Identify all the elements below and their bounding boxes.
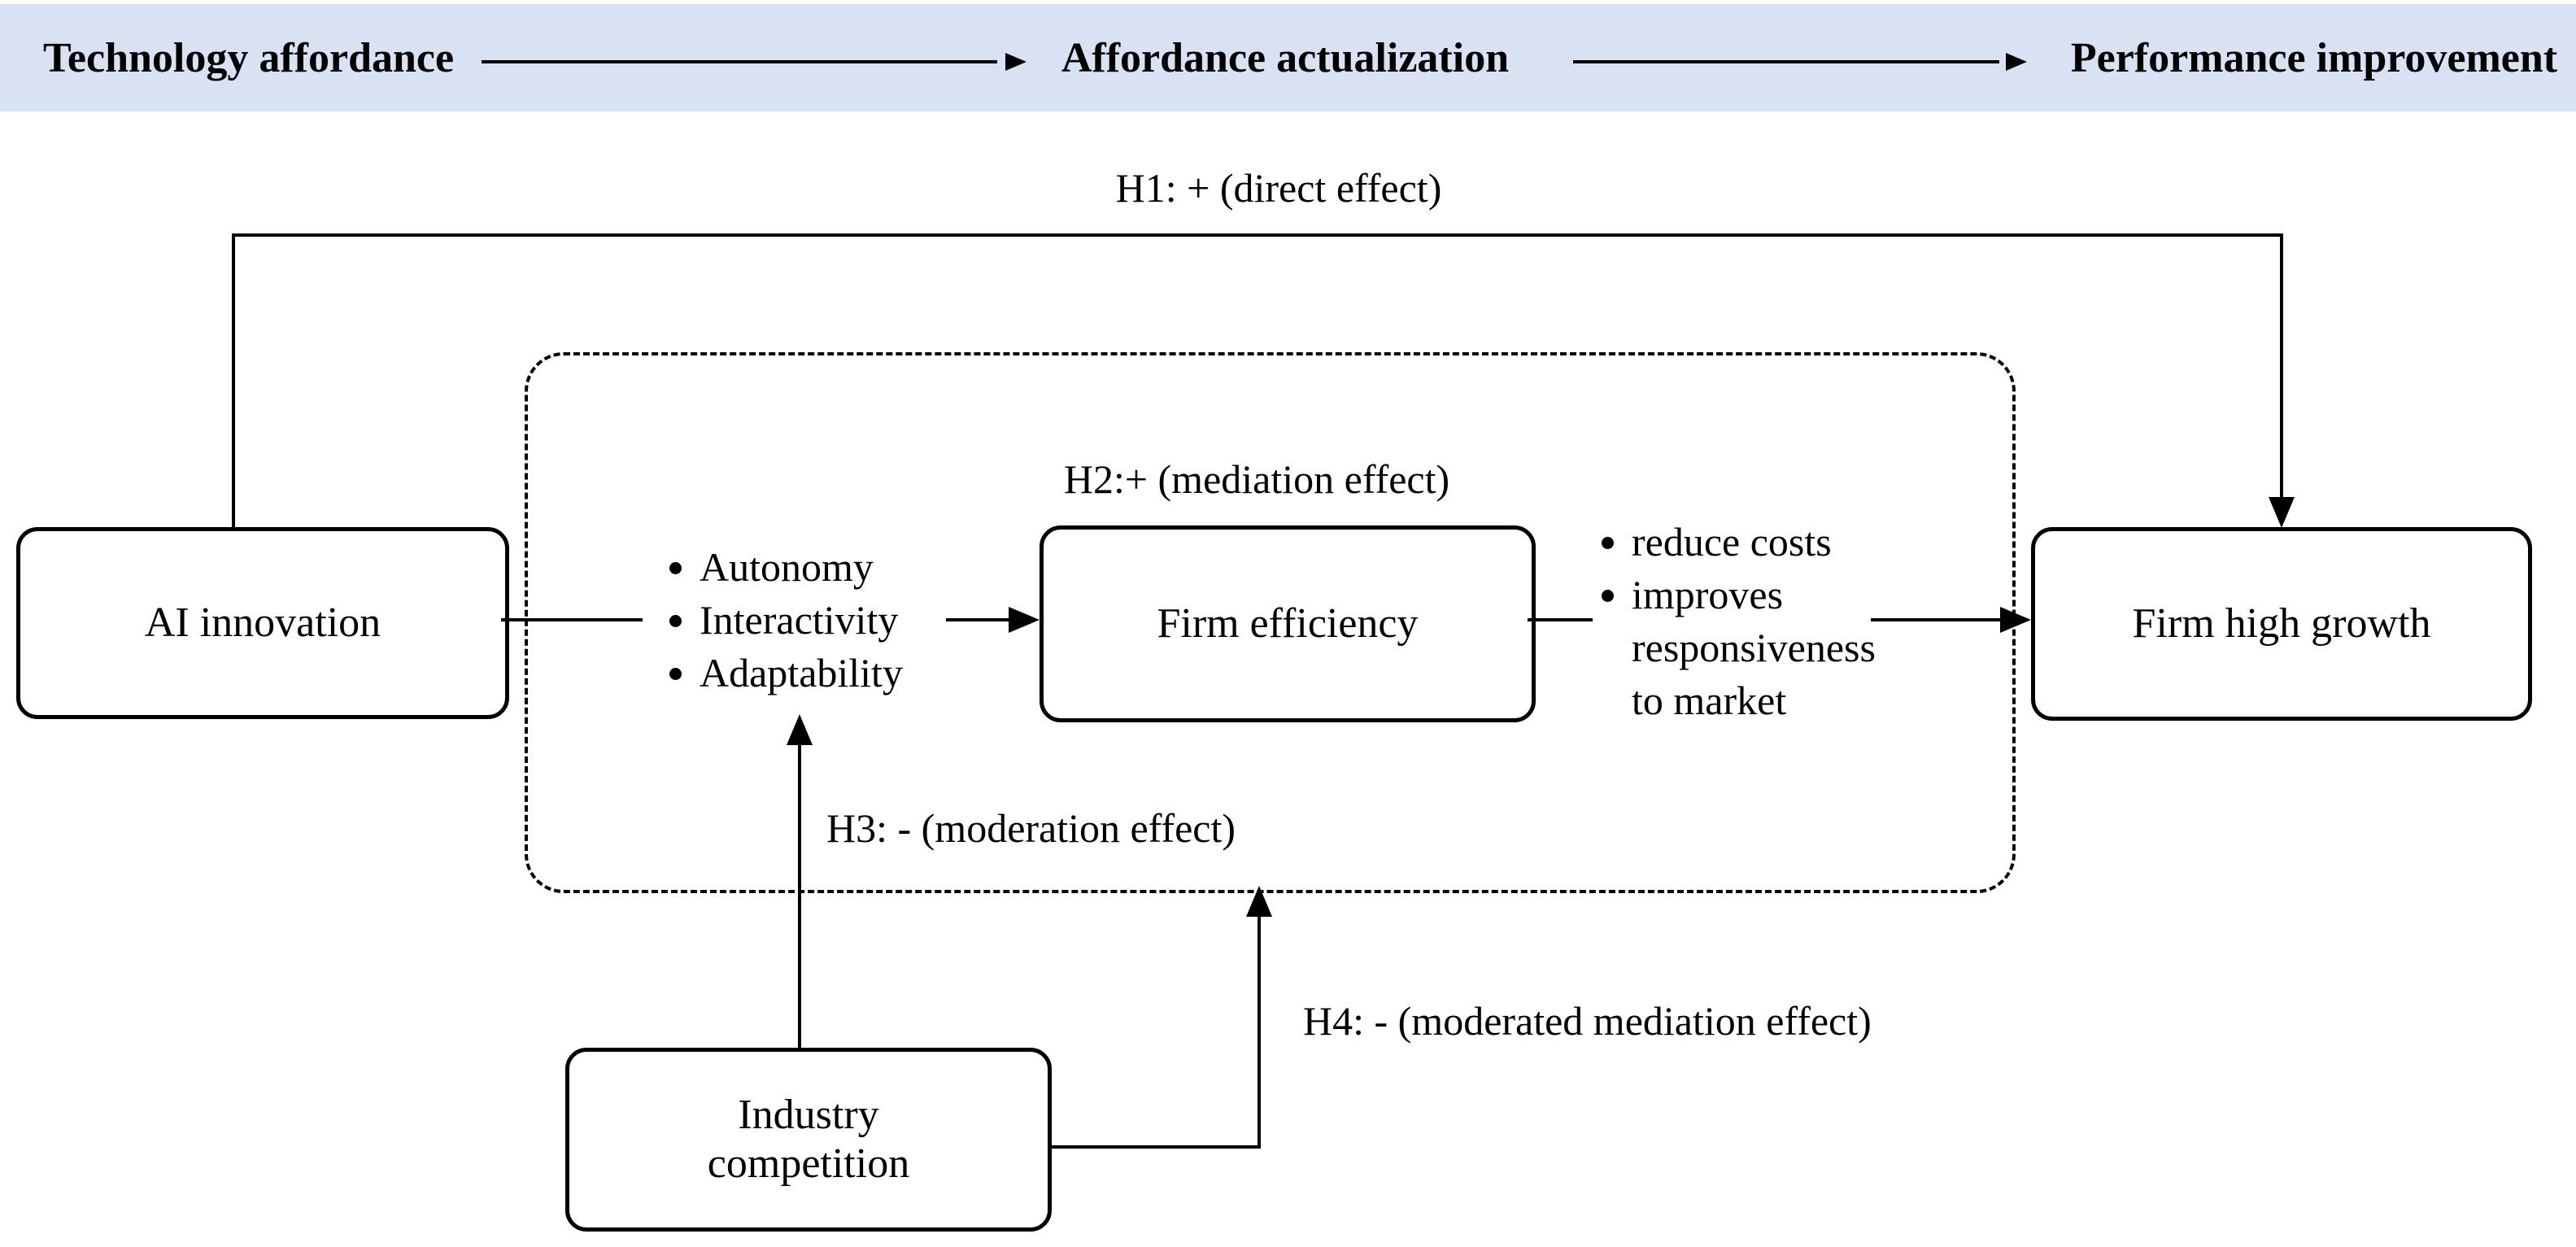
h3-arrowhead-up-icon bbox=[787, 714, 813, 745]
top-banner: Technology affordance Affordance actuali… bbox=[0, 4, 2576, 111]
firm-high-growth-label: Firm high growth bbox=[2132, 600, 2431, 647]
outcomes-to-growth-arrowhead-icon bbox=[2000, 607, 2031, 633]
banner-arrow1-line bbox=[482, 60, 997, 63]
banner-label-technology-affordance: Technology affordance bbox=[43, 34, 455, 81]
mediators-to-efficiency-line bbox=[946, 618, 1011, 621]
h1-line-left-vertical bbox=[232, 233, 235, 529]
banner-arrow2-line bbox=[1573, 60, 1999, 63]
mediator-item-adaptability: Adaptability bbox=[700, 647, 903, 700]
industry-competition-box: Industry competition bbox=[565, 1048, 1052, 1232]
h4-line-horizontal bbox=[1042, 1145, 1261, 1149]
banner-label-performance-improvement: Performance improvement bbox=[2070, 34, 2558, 81]
banner-label-affordance-actualization: Affordance actualization bbox=[1061, 34, 1510, 81]
ai-innovation-box: AI innovation bbox=[16, 527, 509, 719]
outcomes-list: reduce costs improves responsiveness to … bbox=[1593, 516, 1908, 727]
banner-arrow1-head-icon bbox=[1005, 53, 1026, 71]
outcomes-to-growth-line bbox=[1871, 618, 2003, 621]
banner-arrow2-head-icon bbox=[2006, 53, 2027, 71]
efficiency-to-outcomes-line bbox=[1528, 618, 1593, 621]
h1-line-horizontal bbox=[232, 233, 2283, 237]
mediators-list: Autonomy Interactivity Adaptability bbox=[660, 541, 903, 700]
h4-label: H4: - (moderated mediation effect) bbox=[1303, 998, 1872, 1044]
h2-label: H2:+ (mediation effect) bbox=[1063, 456, 1450, 502]
firm-high-growth-box: Firm high growth bbox=[2031, 527, 2532, 721]
ai-innovation-label: AI innovation bbox=[144, 600, 381, 647]
mediator-item-interactivity: Interactivity bbox=[700, 594, 903, 647]
h4-line-vertical bbox=[1257, 915, 1261, 1149]
h1-arrowhead-down-icon bbox=[2269, 497, 2295, 528]
outcome-item-reduce-costs: reduce costs bbox=[1632, 516, 1908, 569]
h3-arrow-line bbox=[798, 742, 801, 1049]
h1-line-right-vertical bbox=[2280, 233, 2283, 500]
industry-competition-label: Industry competition bbox=[707, 1092, 910, 1187]
h3-label: H3: - (moderation effect) bbox=[826, 805, 1236, 851]
firm-efficiency-box: Firm efficiency bbox=[1040, 525, 1536, 722]
outcome-item-responsiveness: improves responsiveness to market bbox=[1632, 569, 1908, 727]
mediator-item-autonomy: Autonomy bbox=[700, 541, 903, 594]
firm-efficiency-label: Firm efficiency bbox=[1157, 600, 1419, 647]
h1-label: H1: + (direct effect) bbox=[1115, 165, 1442, 211]
ai-to-mediators-line bbox=[501, 618, 643, 621]
mediators-to-efficiency-arrowhead-icon bbox=[1009, 607, 1040, 633]
h4-arrowhead-up-icon bbox=[1246, 886, 1272, 917]
